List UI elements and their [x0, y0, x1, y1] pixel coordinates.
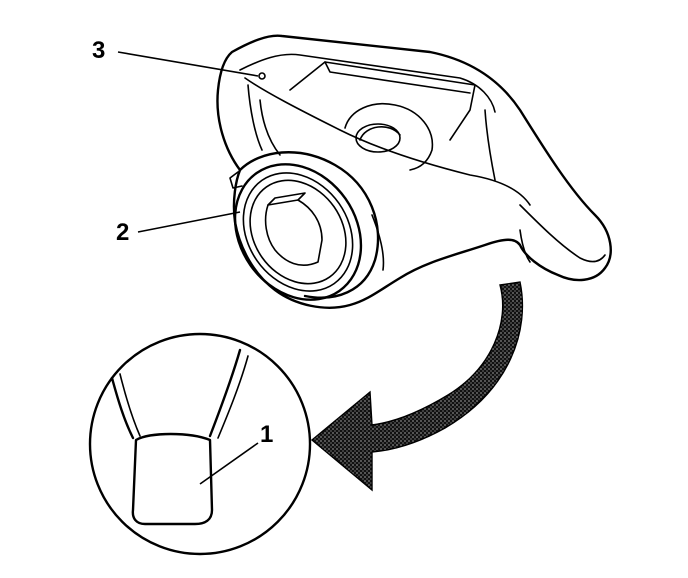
- trunnion-shaft: [264, 199, 323, 266]
- rib-front: [247, 84, 263, 151]
- bearing-inner-race: [249, 179, 347, 285]
- callout-1: 1: [260, 421, 273, 448]
- detail-tip-right: [208, 348, 242, 438]
- bearing-assembly: [229, 151, 380, 301]
- bearing-tab: [229, 171, 243, 189]
- pocket-inner: [289, 61, 476, 141]
- leader-3: [117, 51, 259, 77]
- detail-arrow: [310, 281, 524, 492]
- callouts: 3 2 1: [92, 37, 273, 485]
- contact-pad: [131, 432, 214, 526]
- trunnion-flat: [267, 192, 306, 206]
- detail-tip-left-inner: [119, 373, 141, 437]
- pocket-wall: [324, 61, 471, 94]
- rib-right: [484, 109, 496, 181]
- pocket-ball-rim: [359, 126, 401, 141]
- tip-foot: [519, 229, 531, 263]
- tip-underside: [519, 204, 606, 263]
- rocker-arm: [216, 34, 612, 309]
- rib-left: [259, 99, 281, 156]
- detail-tip-left: [110, 376, 135, 440]
- detail-tip-right-inner: [217, 355, 249, 439]
- callout-2: 2: [116, 219, 129, 246]
- marking-dot: [258, 72, 266, 80]
- pocket-ball: [344, 103, 434, 171]
- detail-magnifier: [88, 332, 312, 556]
- detail-circle: [88, 332, 312, 556]
- rocker-top-rim: [239, 53, 496, 113]
- rocker-top-edge: [244, 77, 531, 206]
- rocker-arm-outline: [216, 34, 612, 309]
- leader-2: [137, 211, 241, 233]
- bearing-outer-race: [233, 163, 363, 301]
- callout-3: 3: [92, 37, 105, 64]
- body-side: [371, 214, 385, 271]
- pocket-ball-hole: [355, 123, 401, 153]
- bearing-boss: [238, 151, 380, 299]
- leader-1: [199, 442, 259, 485]
- bearing-mid-race: [242, 172, 354, 292]
